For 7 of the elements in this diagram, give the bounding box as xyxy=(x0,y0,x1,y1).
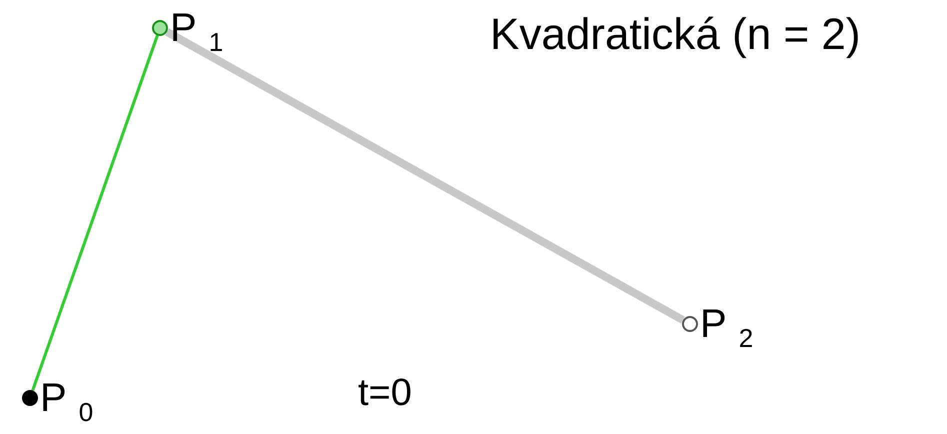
title: Kvadratická (n = 2) xyxy=(490,10,860,60)
point-label: P$_{0}$ xyxy=(40,378,94,429)
parameter-label: t=0 xyxy=(358,372,412,415)
point-label: P$_{2}$ xyxy=(700,304,754,355)
point-label: P$_{1}$ xyxy=(170,8,224,59)
line-segment xyxy=(165,28,685,324)
line-segment xyxy=(31,35,159,391)
